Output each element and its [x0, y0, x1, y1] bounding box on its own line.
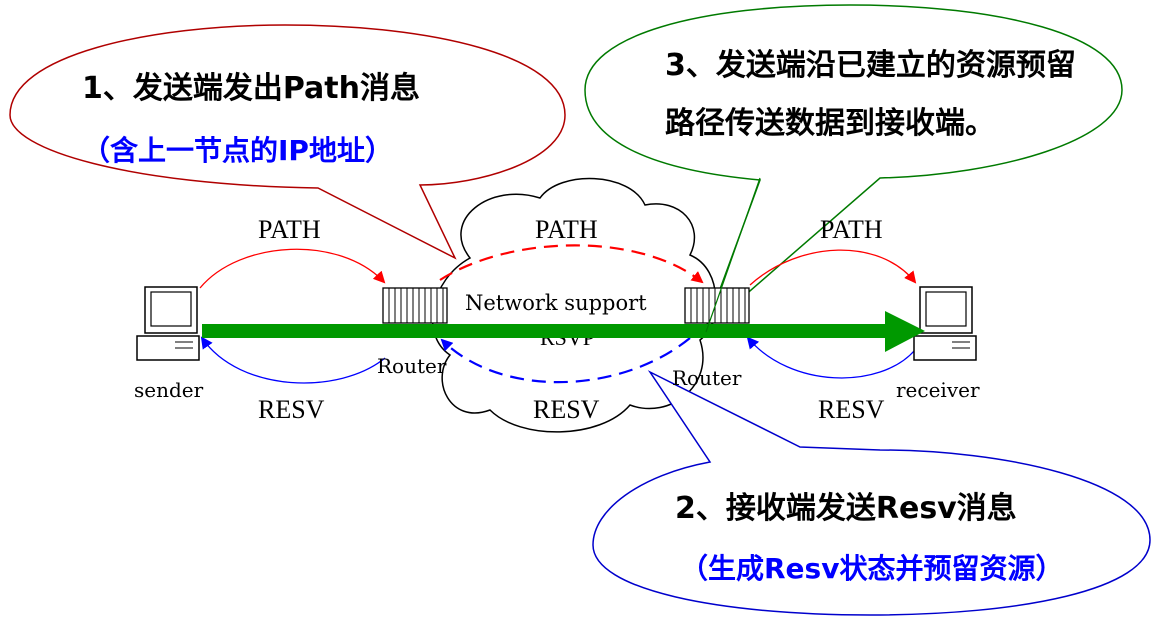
- sender-computer-icon: [136, 286, 200, 361]
- network-cloud: [431, 177, 717, 433]
- callout-1-subtitle: （含上一节点的IP地址）: [82, 134, 393, 167]
- path-label-right: PATH: [820, 215, 883, 244]
- router-left-label: Router: [377, 354, 447, 378]
- callout-2-subtitle: （生成Resv状态并预留资源）: [680, 552, 1063, 585]
- callout-2-bubble: [592, 370, 1151, 616]
- router-right-label: Router: [672, 366, 742, 390]
- resv-label-middle: RESV: [533, 395, 600, 424]
- receiver-label: receiver: [896, 378, 980, 402]
- router-right-icon: [684, 287, 750, 324]
- router-left-icon: [382, 287, 448, 324]
- path-label-middle: PATH: [535, 215, 598, 244]
- sender-label: sender: [134, 378, 204, 402]
- callout-1-bubble: [9, 24, 566, 260]
- data-flow-arrow: [202, 311, 925, 352]
- resv-arrow-right: [746, 336, 916, 379]
- resv-arrow-left: [200, 336, 386, 384]
- resv-arrow-middle: [440, 337, 691, 384]
- path-arrow-middle: [439, 244, 704, 284]
- callout-3-title: 3、发送端沿已建立的资源预留: [665, 48, 1076, 83]
- path-label-left: PATH: [258, 215, 321, 244]
- callout-1-title: 1、发送端发出Path消息: [82, 71, 420, 106]
- resv-label-left: RESV: [258, 395, 325, 424]
- callout-3-subtitle: 路径传送数据到接收端。: [665, 106, 995, 141]
- receiver-computer-icon: [913, 286, 977, 361]
- path-arrow-right: [749, 249, 917, 286]
- network-label: Network support: [465, 291, 647, 315]
- callout-2-title: 2、接收端发送Resv消息: [675, 491, 1017, 526]
- callout-3-bubble: [584, 4, 1123, 331]
- path-arrow-left: [199, 248, 386, 289]
- resv-label-right: RESV: [818, 395, 885, 424]
